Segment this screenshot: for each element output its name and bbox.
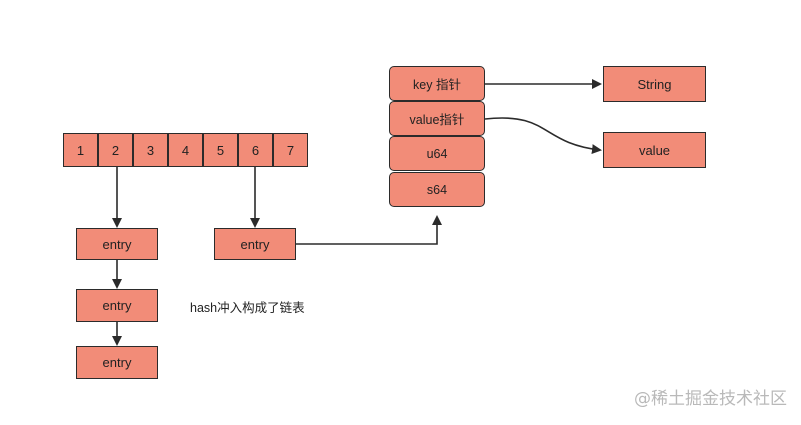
collision-note: hash冲入构成了链表: [190, 301, 305, 315]
array-cell-5: 5: [203, 133, 238, 167]
array-cell-1: 1: [63, 133, 98, 167]
single-entry: entry: [214, 228, 296, 260]
chain-entry-1: entry: [76, 228, 158, 260]
chain-entry-2: entry: [76, 289, 158, 322]
array-cell-4: 4: [168, 133, 203, 167]
chain-entry-3: entry: [76, 346, 158, 379]
struct-field-u64: u64: [389, 136, 485, 171]
array-cell-7: 7: [273, 133, 308, 167]
struct-field-value-pointer: value指针: [389, 101, 485, 136]
watermark: @稀土掘金技术社区: [634, 389, 787, 409]
array-cell-2: 2: [98, 133, 133, 167]
target-string: String: [603, 66, 706, 102]
struct-field-key-pointer: key 指针: [389, 66, 485, 101]
struct-field-s64: s64: [389, 172, 485, 207]
array-cell-3: 3: [133, 133, 168, 167]
arrow-value-to-value: [484, 117, 602, 155]
arrow-entry-to-struct: [295, 215, 442, 245]
target-value: value: [603, 132, 706, 168]
array-cell-6: 6: [238, 133, 273, 167]
